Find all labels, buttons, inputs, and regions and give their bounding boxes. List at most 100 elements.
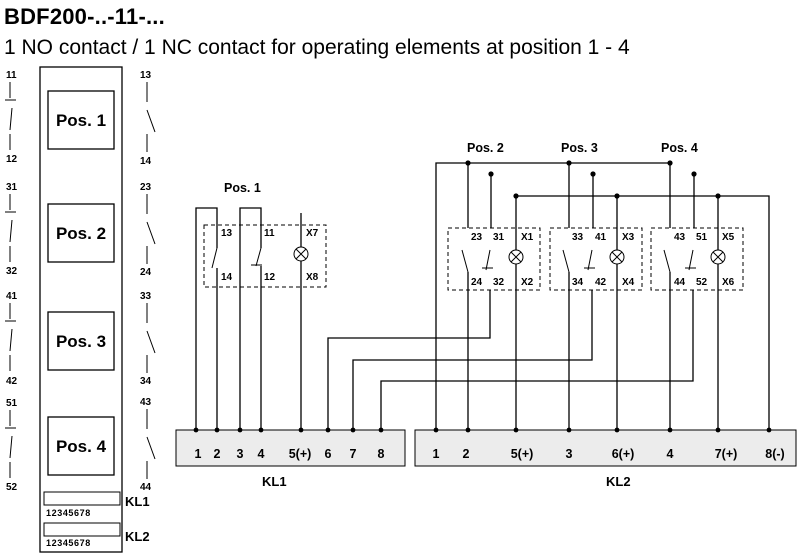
kl2-terminal-1: 1 [433,447,440,461]
module-4-no-bottom-label: 44 [674,277,686,288]
module-1-no-bottom-label: 14 [221,272,233,283]
panel-position-1: Pos. 1 [47,90,115,150]
module-4-lamp-top-label: X5 [722,232,735,243]
module-pos-4: 43 44 51 52 X5 X6 [650,227,744,291]
kl1-terminal-6: 6 [325,447,332,461]
module-pos-3-title: Pos. 3 [561,141,598,155]
terminal-block-kl1-name: KL1 [262,474,287,489]
panel-connector-kl1: 12345678 KL1 [43,491,150,518]
module-3-lamp-top-label: X3 [622,232,635,243]
kl1-terminal-5: 5(+) [289,447,312,461]
nc-contact-3-top-label: 41 [6,291,18,302]
nc-contact-1-top-label: 11 [6,70,17,81]
module-2-no-top-label: 23 [471,232,483,243]
no-contact-4-bottom-label: 44 [140,482,152,493]
right-no-contact-3: 33 34 [140,291,156,387]
module-pos-4-frame [650,227,744,291]
module-2-lamp-top-label: X1 [521,232,534,243]
module-1-lamp-top-label: X7 [306,228,319,239]
module-pos-1-frame [203,224,327,288]
kl2-terminal-3: 5(+) [511,447,534,461]
module-2-no-bottom-label: 24 [471,277,483,288]
no-contact-1-top-label: 13 [140,70,152,81]
module-2-nc-bottom-label: 32 [493,277,505,288]
wiring [193,160,772,433]
control-panel-outline [39,66,123,553]
panel-position-3: Pos. 3 [47,311,115,371]
pos-1-button [47,90,115,150]
no-contact-2-bottom-label: 24 [140,267,152,278]
module-4-nc-top-label: 51 [696,232,708,243]
kl1-terminal-4: 4 [258,447,265,461]
pos-1-label: Pos. 1 [56,111,106,130]
module-3-lamp-bottom-label: X4 [622,277,635,288]
kl1-terminal-1: 1 [195,447,202,461]
module-1-no-top-label: 13 [221,228,233,239]
module-1-nc-top-label: 11 [264,228,275,239]
module-pos-2-title: Pos. 2 [467,141,504,155]
module-pos-2: 23 24 31 32 X1 X2 [447,227,541,291]
module-3-no-top-label: 33 [572,232,584,243]
pos-4-button [47,416,115,476]
no-contact-2-top-label: 23 [140,182,152,193]
panel-connector-kl2: 12345678 KL2 [43,522,150,548]
panel-position-2: Pos. 2 [47,203,115,263]
kl2-terminal-8: 8(-) [765,447,784,461]
kl2-connector-box [43,522,121,537]
kl2-connector-digits: 12345678 [46,538,91,548]
terminal-block-kl2 [414,429,797,467]
kl2-terminal-7: 7(+) [715,447,738,461]
kl1-connector-label: KL1 [125,494,150,509]
kl1-terminal-2: 2 [214,447,221,461]
module-pos-3: 33 34 41 42 X3 X4 [549,227,643,291]
pos-2-button [47,203,115,263]
kl1-connector-digits: 12345678 [46,508,91,518]
kl2-terminal-2: 2 [463,447,470,461]
module-pos-1-title: Pos. 1 [224,181,261,195]
module-1-lamp-bottom-label: X8 [306,272,319,283]
module-pos-1: 13 14 11 12 X7 X8 [203,224,327,288]
page-title: BDF200-..-11-... [4,4,165,29]
left-nc-contact-1: 11 12 [5,70,18,165]
module-1-nc-bottom-label: 12 [264,272,276,283]
no-contact-1-bottom-label: 14 [140,156,152,167]
module-2-lamp-bottom-label: X2 [521,277,534,288]
pos-3-button [47,311,115,371]
pos-3-label: Pos. 3 [56,332,106,351]
module-pos-3-frame [549,227,643,291]
nc-contact-1-bottom-label: 12 [6,154,18,165]
terminal-block-kl1 [175,429,406,467]
module-2-nc-top-label: 31 [493,232,505,243]
left-nc-contact-4: 51 52 [5,398,18,493]
module-4-no-top-label: 43 [674,232,686,243]
module-4-nc-bottom-label: 52 [696,277,708,288]
pos-4-label: Pos. 4 [56,437,107,456]
terminal-block-kl2-name: KL2 [606,474,631,489]
kl1-terminal-8: 8 [378,447,385,461]
page-subtitle: 1 NO contact / 1 NC contact for operatin… [4,36,630,59]
module-3-nc-bottom-label: 42 [595,277,607,288]
right-no-contact-4: 43 44 [140,397,156,493]
left-nc-contact-3: 41 42 [5,291,18,387]
module-pos-2-frame [447,227,541,291]
kl1-terminal-7: 7 [350,447,357,461]
nc-contact-4-top-label: 51 [6,398,18,409]
no-contact-4-top-label: 43 [140,397,152,408]
nc-contact-3-bottom-label: 42 [6,376,18,387]
module-4-lamp-bottom-label: X6 [722,277,735,288]
module-pos-4-title: Pos. 4 [661,141,698,155]
kl2-terminal-5: 6(+) [612,447,635,461]
kl2-connector-label: KL2 [125,529,150,544]
kl2-terminal-6: 4 [667,447,674,461]
right-no-contact-2: 23 24 [140,182,156,278]
panel-position-4: Pos. 4 [47,416,115,476]
kl1-connector-box [43,491,121,506]
right-no-contact-1: 13 14 [140,70,156,167]
nc-contact-2-bottom-label: 32 [6,266,18,277]
module-3-no-bottom-label: 34 [572,277,584,288]
left-nc-contact-2: 31 32 [5,182,18,277]
no-contact-3-top-label: 33 [140,291,152,302]
nc-contact-4-bottom-label: 52 [6,482,18,493]
pos-2-label: Pos. 2 [56,224,106,243]
kl1-terminal-3: 3 [237,447,244,461]
